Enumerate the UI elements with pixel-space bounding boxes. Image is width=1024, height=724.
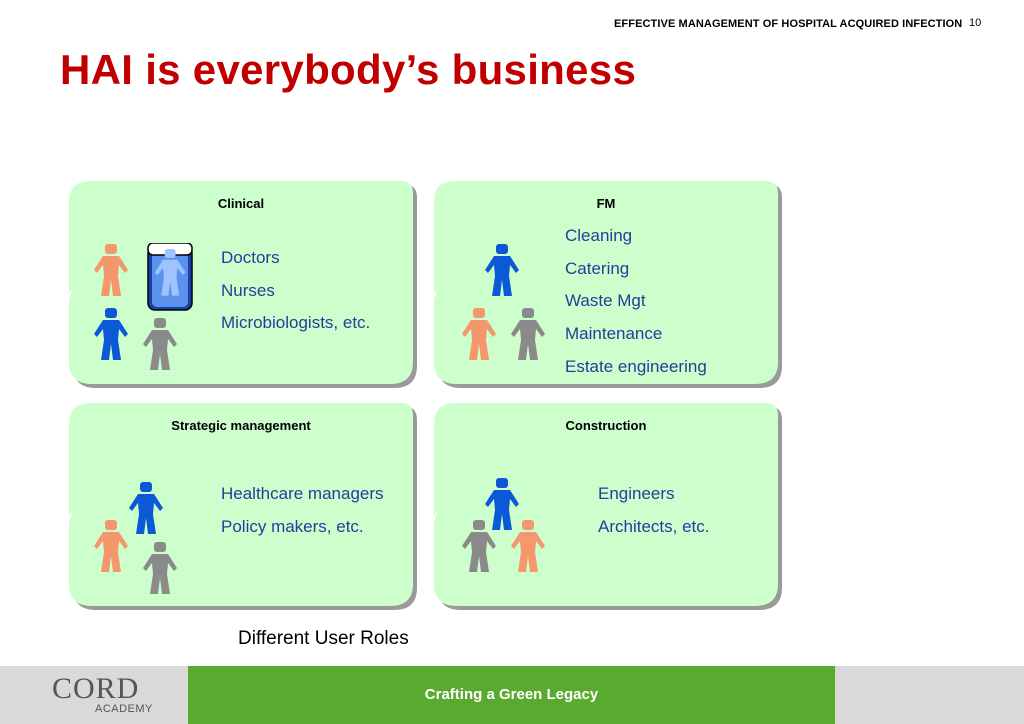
person-icon xyxy=(510,308,546,360)
person-icon xyxy=(93,244,129,296)
card-heading: Strategic management xyxy=(171,418,311,433)
person-icon xyxy=(93,520,129,572)
role-item: Doctors xyxy=(221,248,280,267)
person-icon xyxy=(128,482,164,534)
role-list: Healthcare managers Policy makers, etc. xyxy=(221,484,384,549)
role-item: Architects, etc. xyxy=(598,516,710,536)
card-heading: Construction xyxy=(565,418,647,433)
role-item: Estate engineering xyxy=(565,356,707,376)
footer-right-panel xyxy=(835,666,1024,724)
card-strategic-management: Strategic management Healthcare managers… xyxy=(68,402,417,610)
caption: Different User Roles xyxy=(238,628,409,649)
person-icon xyxy=(142,318,178,370)
role-item: Maintenance xyxy=(565,324,663,344)
person-icon xyxy=(93,308,129,360)
person-icon xyxy=(510,520,546,572)
role-item: Policy makers, etc. xyxy=(221,516,364,536)
card-heading: Clinical xyxy=(217,196,265,211)
card-construction: Construction Engineers Architects, etc. xyxy=(433,402,782,610)
role-item: Nurses xyxy=(221,280,275,300)
footer-tagline: Crafting a Green Legacy xyxy=(188,666,835,724)
card-heading: FM xyxy=(596,196,616,211)
slide-title: HAI is everybody’s business xyxy=(60,46,637,93)
person-icon xyxy=(461,308,497,360)
role-item: Waste Mgt xyxy=(565,291,646,311)
person-icon xyxy=(142,542,178,594)
logo-wordmark: CORD xyxy=(52,672,140,705)
role-list: Doctors Nurses Microbiologists, etc. xyxy=(221,248,370,346)
person-icon xyxy=(484,244,520,296)
page-number: 10 xyxy=(969,17,982,29)
role-item: Microbiologists, etc. xyxy=(221,313,371,333)
role-list: Engineers Architects, etc. xyxy=(598,484,709,549)
logo-subtitle: ACADEMY xyxy=(95,703,153,715)
footer-logo-panel xyxy=(0,666,188,724)
role-item: Engineers xyxy=(598,484,675,503)
person-icon xyxy=(461,520,497,572)
card-fm: FM Cleaning Catering Waste Mgt Maintenan… xyxy=(433,180,782,388)
role-list: Cleaning Catering Waste Mgt Maintenance … xyxy=(565,226,707,389)
card-clinical: Clinical Doctors Nurses Microbiologists,… xyxy=(68,180,417,388)
role-item: Cleaning xyxy=(565,226,633,245)
role-item: Healthcare managers xyxy=(221,484,384,503)
role-item: Catering xyxy=(565,258,630,278)
patient-bed-icon xyxy=(147,243,193,311)
header-title: EFFECTIVE MANAGEMENT OF HOSPITAL ACQUIRE… xyxy=(614,18,963,30)
